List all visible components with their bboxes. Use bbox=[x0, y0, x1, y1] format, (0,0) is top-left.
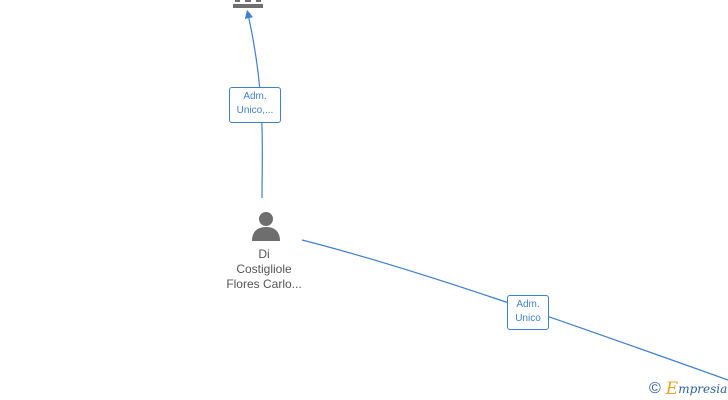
edge-label-role-right[interactable]: Adm. Unico bbox=[507, 295, 549, 330]
company-building-icon[interactable] bbox=[230, 0, 266, 10]
person-node-name[interactable]: Di Costigliole Flores Carlo... bbox=[204, 247, 324, 292]
person-name-line: Flores Carlo... bbox=[226, 277, 302, 291]
person-name-line: Di bbox=[258, 247, 270, 261]
edge-label-line: Unico,... bbox=[236, 105, 274, 116]
edge-person-to-right-node[interactable] bbox=[301, 239, 728, 381]
brand-watermark: © E mpresia bbox=[649, 379, 727, 399]
person-name-line: Costigliole bbox=[236, 262, 292, 276]
copyright-icon: © bbox=[649, 380, 661, 397]
person-icon[interactable] bbox=[250, 210, 282, 242]
brand-logo-initial: E bbox=[665, 379, 679, 399]
edge-label-line: Adm. bbox=[243, 91, 267, 102]
brand-logo-text: mpresia bbox=[678, 382, 728, 396]
edge-label-line: Unico bbox=[515, 313, 541, 324]
edge-label-line: Adm. bbox=[516, 299, 540, 310]
edge-label-role-top[interactable]: Adm. Unico,... bbox=[229, 87, 281, 123]
